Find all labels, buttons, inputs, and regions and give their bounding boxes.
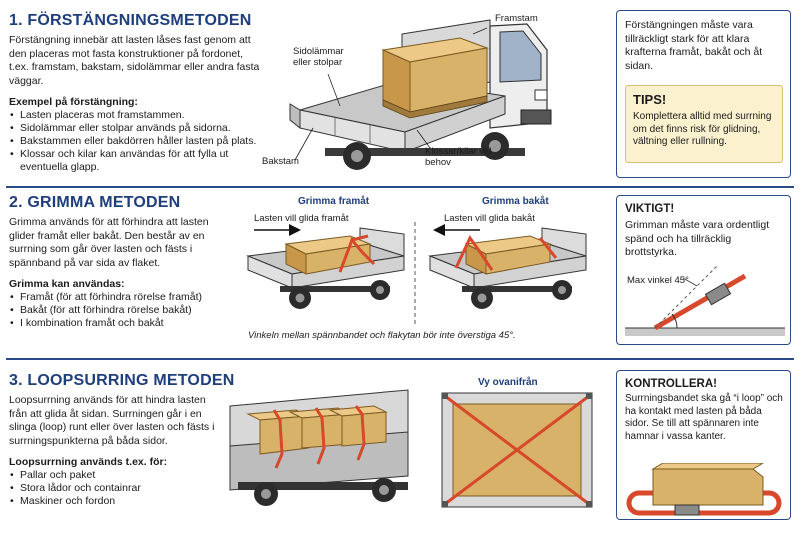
section2-uses-heading: Grimma kan användas: [9,278,125,290]
list-item: Framåt (för att förhindra rörelse framåt… [9,291,249,304]
check-box: KONTROLLERA! Surrningsbandet ska gå “i l… [616,370,791,520]
truck-backward [428,227,587,309]
list-item: Bakåt (för att förhindra rörelse bakåt) [9,304,249,317]
label-bakstam: Bakstam [262,156,299,167]
tip-box: TIPS! Komplettera alltid med surrning om… [625,85,783,163]
truck-forward [246,227,405,309]
list-item: Bakstammen eller bakdörren håller lasten… [9,135,269,148]
section3-title: 3. LOOPSURRING METODEN [9,372,235,389]
loopsurring-truck-illustration [229,389,409,506]
section-divider [6,186,794,188]
grimma-backward-title: Grimma bakåt [482,196,549,207]
grimma-forward-caption: Lasten vill glida framåt [254,213,349,224]
section1-examples-heading: Exempel på förstängning: [9,96,138,108]
section1-description: Förstängning innebär att lasten låses fa… [9,34,260,87]
important-box: VIKTIGT! Grimman måste vara ordentligt s… [616,195,791,345]
info-text: Förstängningen måste vara tillräckligt s… [625,19,763,72]
info-box: Förstängningen måste vara tillräckligt s… [616,10,791,178]
section3-description: Loopsurrning används för att hindra last… [9,394,215,447]
section3-uses-list: Pallar och paket Stora lådor och contain… [9,469,209,508]
section2-uses-list: Framåt (för att förhindra rörelse framåt… [9,291,249,330]
grimma-backward-caption: Lasten vill glida bakåt [444,213,535,224]
angle-diagram [625,266,785,336]
top-view-diagram [441,392,593,508]
tip-title: TIPS! [633,92,667,107]
list-item: Lasten placeras mot framstammen. [9,109,269,122]
flatbed-truck-illustration [289,19,552,170]
section3-uses-heading: Loopsurrning används t.ex. för: [9,456,168,468]
tip-text: Komplettera alltid med surrning om det f… [633,111,772,147]
label-klossar: Klossar/kilar vid behov [425,146,492,168]
top-view-title: Vy ovanifrån [478,377,538,388]
grimma-forward-title: Grimma framåt [298,196,370,207]
label-framstam: Framstam [495,13,538,24]
list-item: Sidolämmar eller stolpar används på sido… [9,122,269,135]
section1-examples-list: Lasten placeras mot framstammen. Sidoläm… [9,109,269,174]
max-angle-label: Max vinkel 45° [627,275,689,286]
important-text: Grimman måste vara ordentligt spänd och … [625,219,770,258]
loop-detail-diagram [626,463,782,516]
section1-title: 1. FÖRSTÄNGNINGSMETODEN [9,12,252,29]
section-divider [6,358,794,360]
section2-title: 2. GRIMMA METODEN [9,194,181,211]
angle-note: Vinkeln mellan spännbandet och flakytan … [248,330,516,341]
important-title: VIKTIGT! [625,203,675,215]
check-title: KONTROLLERA! [625,378,717,390]
list-item: Klossar och kilar kan användas för att f… [9,148,269,174]
section2-description: Grimma används för att förhindra att las… [9,216,209,269]
list-item: Stora lådor och containrar [9,482,209,495]
grimma-illustrations [246,222,587,326]
list-item: Maskiner och fordon [9,495,209,508]
label-sidolammar: Sidolämmar eller stolpar [293,46,344,68]
list-item: Pallar och paket [9,469,209,482]
list-item: I kombination framåt och bakåt [9,317,249,330]
check-text: Surrningsbandet ska gå “i loop” och ha k… [625,393,783,442]
